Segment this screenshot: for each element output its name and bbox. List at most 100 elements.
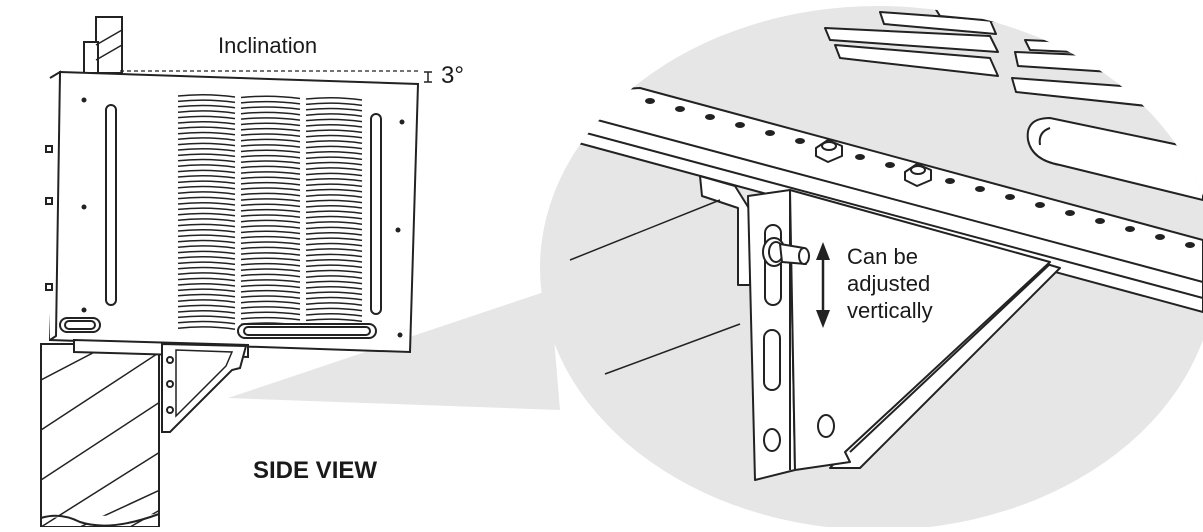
unit-slot-right bbox=[370, 113, 382, 315]
louver-slat bbox=[305, 296, 363, 301]
louver-slat bbox=[305, 221, 363, 225]
louver-slat bbox=[305, 269, 363, 274]
louver-slat bbox=[240, 252, 301, 256]
vertical-adjust-arrow bbox=[816, 242, 830, 328]
wall-section bbox=[40, 343, 160, 528]
louver-slat bbox=[177, 228, 236, 233]
louver-slat bbox=[177, 201, 236, 206]
louver-slat bbox=[305, 226, 363, 231]
louver-slat bbox=[240, 187, 301, 192]
louver-slat bbox=[240, 144, 301, 148]
louver-slat bbox=[305, 275, 363, 279]
louver-slat bbox=[177, 158, 236, 163]
louver-slat bbox=[240, 95, 301, 100]
louver-slat bbox=[177, 299, 236, 303]
duct-tube bbox=[1026, 117, 1203, 201]
louver-slat bbox=[305, 177, 363, 182]
mount-bracket-side bbox=[789, 189, 1051, 471]
louver-slat bbox=[177, 245, 236, 249]
louver-slat bbox=[177, 126, 236, 131]
louver-slat bbox=[240, 306, 301, 310]
louver-slat bbox=[240, 176, 301, 181]
louver-slat bbox=[177, 261, 236, 266]
louver-slat bbox=[177, 99, 236, 104]
louver-slat bbox=[177, 137, 236, 141]
unit-slot-left bbox=[105, 104, 117, 306]
adjust-note: Can be adjusted vertically bbox=[847, 243, 933, 324]
louver-slat bbox=[240, 235, 301, 240]
louver-slat bbox=[240, 100, 301, 105]
louver-slat bbox=[240, 225, 301, 229]
louver-slat bbox=[177, 315, 236, 320]
louver-slat bbox=[177, 142, 236, 147]
louver-slat bbox=[177, 288, 236, 293]
louver-slat bbox=[177, 250, 236, 255]
louver-slat bbox=[305, 302, 363, 306]
louver-slat bbox=[305, 167, 363, 171]
unit-screws bbox=[81, 97, 405, 338]
louver-slat bbox=[177, 93, 236, 98]
side-view-label: SIDE VIEW bbox=[253, 457, 378, 484]
louver-slat bbox=[240, 117, 301, 121]
louver-slat bbox=[177, 131, 236, 136]
louver-slat bbox=[305, 145, 363, 150]
louver-slat bbox=[177, 207, 236, 212]
louver-slat bbox=[305, 253, 363, 258]
louver-slat bbox=[240, 289, 301, 294]
louver-slat bbox=[177, 326, 236, 330]
louver-slat bbox=[177, 320, 236, 325]
louver-slat bbox=[305, 161, 363, 166]
louver-slat bbox=[240, 295, 301, 300]
louver-slat bbox=[305, 118, 363, 123]
louver-slat bbox=[305, 312, 363, 317]
adjust-note-line: vertically bbox=[847, 298, 933, 323]
louver-slat bbox=[305, 242, 363, 247]
louver-slat bbox=[177, 293, 236, 298]
louver-slat bbox=[305, 248, 363, 252]
mount-bracket-flange bbox=[699, 175, 751, 286]
louver-slat bbox=[305, 307, 363, 312]
louver-slat bbox=[240, 262, 301, 267]
adjust-note-line: Can be bbox=[847, 244, 918, 269]
louver-slat bbox=[177, 196, 236, 201]
louver-slat bbox=[240, 154, 301, 159]
louver-slat bbox=[240, 165, 301, 170]
louver-slat bbox=[305, 156, 363, 161]
louver-slat bbox=[305, 140, 363, 144]
rivet-holes bbox=[645, 98, 1195, 248]
louver-slat bbox=[240, 122, 301, 127]
louver-slat bbox=[240, 268, 301, 273]
louver-slat bbox=[177, 239, 236, 244]
louver-slat bbox=[240, 246, 301, 251]
louver-slat bbox=[305, 285, 363, 290]
louver-slat bbox=[240, 279, 301, 283]
louver-slat bbox=[305, 231, 363, 236]
louver-slat bbox=[177, 272, 236, 276]
louver-slat bbox=[177, 104, 236, 109]
louver-slat bbox=[177, 304, 236, 309]
top-extension bbox=[83, 16, 123, 74]
louver-slat bbox=[305, 291, 363, 296]
louver-slat bbox=[305, 210, 363, 215]
louver-slat bbox=[177, 120, 236, 125]
louver-slat bbox=[240, 192, 301, 197]
louver-slat bbox=[177, 218, 236, 222]
louver-slat bbox=[177, 277, 236, 282]
louver-slat bbox=[240, 219, 301, 224]
louver-slat bbox=[240, 316, 301, 321]
louver-slat bbox=[240, 198, 301, 202]
louver-slat bbox=[240, 208, 301, 213]
louver-slat bbox=[305, 183, 363, 188]
louver-slat bbox=[305, 123, 363, 128]
louver-slat bbox=[177, 164, 236, 168]
louver-slat bbox=[240, 273, 301, 278]
louver-slat bbox=[240, 300, 301, 305]
louver-slat bbox=[305, 258, 363, 263]
louver-slat bbox=[240, 284, 301, 289]
louver-slat bbox=[177, 255, 236, 260]
louver-slat bbox=[177, 153, 236, 158]
louver-slat bbox=[305, 129, 363, 134]
louver-slat bbox=[305, 102, 363, 107]
